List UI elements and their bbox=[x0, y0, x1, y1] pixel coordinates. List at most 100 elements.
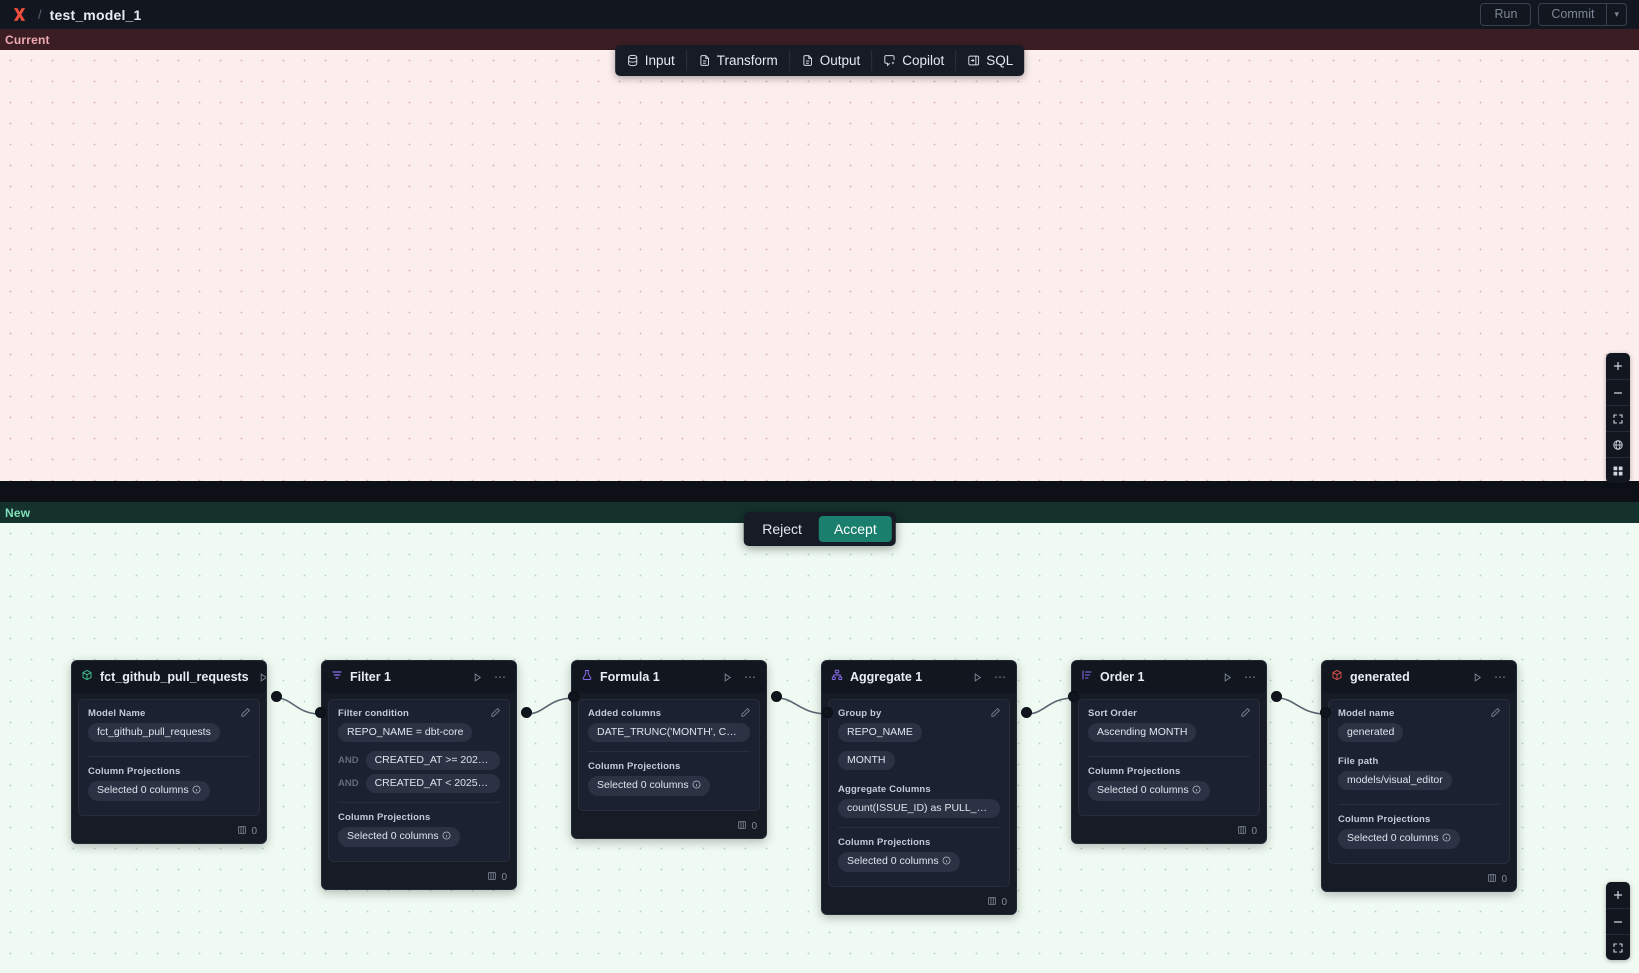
top-bar: / test_model_1 Run Commit ▾ bbox=[0, 0, 1639, 29]
selected-columns-text: Selected 0 columns bbox=[1347, 832, 1439, 844]
node-card-formula[interactable]: Formula 1 ⋯ Added columns DATE_TRUNC('MO… bbox=[571, 660, 767, 839]
tab-transform[interactable]: Transform bbox=[687, 45, 789, 76]
ellipsis-icon[interactable]: ⋯ bbox=[1494, 670, 1506, 684]
plus-icon[interactable] bbox=[1606, 882, 1630, 908]
play-icon[interactable] bbox=[470, 672, 485, 683]
node-body: Group by REPO_NAME MONTH Aggregate Colum… bbox=[828, 699, 1010, 887]
tab-sql[interactable]: SQL bbox=[956, 45, 1024, 76]
mode-toolbar: Input Transform Output bbox=[614, 45, 1025, 76]
current-canvas[interactable] bbox=[0, 29, 1639, 481]
grid-icon[interactable] bbox=[1606, 457, 1630, 483]
selected-columns-pill[interactable]: Selected 0 columns bbox=[1338, 829, 1460, 849]
info-icon[interactable] bbox=[692, 780, 701, 793]
aggregate-columns-pill[interactable]: count(ISSUE_ID) as PULL_REQUEST_... bbox=[838, 799, 1000, 818]
tab-input[interactable]: Input bbox=[615, 45, 686, 76]
accept-button[interactable]: Accept bbox=[818, 516, 892, 542]
pencil-icon[interactable] bbox=[740, 707, 751, 718]
tab-transform-label: Transform bbox=[716, 53, 778, 68]
divider bbox=[838, 827, 1000, 828]
node-footer: 0 bbox=[1072, 822, 1266, 843]
model-name-pill[interactable]: generated bbox=[1338, 723, 1404, 742]
chevron-down-icon[interactable]: ▾ bbox=[1606, 4, 1626, 25]
filter-condition-pill[interactable]: CREATED_AT < 2025-03-01 bbox=[365, 774, 500, 793]
commit-button-group: Commit ▾ bbox=[1538, 3, 1627, 26]
node-footer: 0 bbox=[822, 893, 1016, 914]
group-by-pill[interactable]: REPO_NAME bbox=[838, 723, 922, 742]
tab-output[interactable]: Output bbox=[790, 45, 872, 76]
pencil-icon[interactable] bbox=[1490, 707, 1501, 718]
node-title: Aggregate 1 bbox=[850, 670, 923, 684]
breadcrumb-separator: / bbox=[38, 7, 42, 22]
selected-columns-pill[interactable]: Selected 0 columns bbox=[1088, 781, 1210, 801]
ellipsis-icon[interactable]: ⋯ bbox=[494, 670, 506, 684]
info-icon[interactable] bbox=[192, 785, 201, 798]
columns-icon bbox=[737, 820, 747, 833]
node-card-aggregate[interactable]: Aggregate 1 ⋯ Group by REPO_NAME MONTH A… bbox=[821, 660, 1017, 915]
file-text-icon bbox=[698, 54, 711, 67]
run-button[interactable]: Run bbox=[1480, 3, 1532, 26]
play-icon[interactable] bbox=[970, 672, 985, 683]
toolbar-divider bbox=[685, 50, 687, 71]
minus-icon[interactable] bbox=[1606, 379, 1630, 405]
node-card-source[interactable]: fct_github_pull_requests ⋯ Model Name fc… bbox=[71, 660, 267, 844]
field-label: File path bbox=[1338, 756, 1379, 767]
plus-icon[interactable] bbox=[1606, 353, 1630, 379]
play-icon[interactable] bbox=[1220, 672, 1235, 683]
x-logo-icon[interactable] bbox=[8, 4, 30, 26]
target-globe-icon[interactable] bbox=[1606, 431, 1630, 457]
columns-icon bbox=[487, 871, 497, 884]
node-title: Formula 1 bbox=[600, 670, 660, 684]
ellipsis-icon[interactable]: ⋯ bbox=[994, 670, 1006, 684]
sort-order-pill[interactable]: Ascending MONTH bbox=[1088, 723, 1197, 742]
info-icon[interactable] bbox=[442, 831, 451, 844]
condition-keyword: AND bbox=[338, 778, 359, 789]
toolbar-divider bbox=[871, 50, 873, 71]
filter-condition-row: AND CREATED_AT >= 2024-12-01 bbox=[338, 751, 500, 770]
file-path-pill[interactable]: models/visual_editor bbox=[1338, 771, 1452, 790]
pencil-icon[interactable] bbox=[240, 707, 251, 718]
field-label: Aggregate Columns bbox=[838, 784, 931, 795]
flask-icon bbox=[581, 668, 593, 686]
commit-button[interactable]: Commit bbox=[1551, 7, 1595, 21]
field-value-pill[interactable]: fct_github_pull_requests bbox=[88, 723, 220, 742]
play-icon[interactable] bbox=[720, 672, 735, 683]
minus-icon[interactable] bbox=[1606, 908, 1630, 934]
columns-icon bbox=[237, 825, 247, 838]
selected-columns-text: Selected 0 columns bbox=[97, 784, 189, 796]
node-card-order[interactable]: Order 1 ⋯ Sort Order Ascending MONTH Col… bbox=[1071, 660, 1267, 844]
edge-port bbox=[1021, 707, 1032, 718]
reject-button[interactable]: Reject bbox=[762, 521, 802, 537]
filter-condition-pill[interactable]: CREATED_AT >= 2024-12-01 bbox=[365, 751, 500, 770]
condition-keyword: AND bbox=[338, 755, 359, 766]
topbar-actions: Run Commit ▾ bbox=[1480, 3, 1631, 26]
filter-icon bbox=[331, 668, 343, 686]
divider bbox=[588, 751, 750, 752]
selected-columns-pill[interactable]: Selected 0 columns bbox=[838, 852, 960, 872]
selected-columns-pill[interactable]: Selected 0 columns bbox=[588, 776, 710, 796]
fit-screen-icon[interactable] bbox=[1606, 934, 1630, 960]
aggregate-icon bbox=[831, 668, 843, 686]
field-label: Model Name bbox=[88, 708, 146, 719]
ellipsis-icon[interactable]: ⋯ bbox=[1244, 670, 1256, 684]
node-header: Order 1 ⋯ bbox=[1072, 661, 1266, 693]
added-columns-pill[interactable]: DATE_TRUNC('MONTH', CREATED_AT... bbox=[588, 723, 750, 742]
pencil-icon[interactable] bbox=[990, 707, 1001, 718]
info-icon[interactable] bbox=[1192, 785, 1201, 798]
selected-columns-pill[interactable]: Selected 0 columns bbox=[338, 827, 460, 847]
tab-copilot[interactable]: Copilot bbox=[872, 45, 955, 76]
node-card-filter[interactable]: Filter 1 ⋯ Filter condition REPO_NAME = … bbox=[321, 660, 517, 890]
info-icon[interactable] bbox=[942, 856, 951, 869]
play-icon[interactable] bbox=[1470, 672, 1485, 683]
pencil-icon[interactable] bbox=[1240, 707, 1251, 718]
pencil-icon[interactable] bbox=[490, 707, 501, 718]
filter-condition-pill[interactable]: REPO_NAME = dbt-core bbox=[338, 723, 473, 742]
selected-columns-pill[interactable]: Selected 0 columns bbox=[88, 781, 210, 801]
group-by-pill[interactable]: MONTH bbox=[838, 751, 895, 770]
play-icon[interactable] bbox=[256, 672, 266, 683]
ellipsis-icon[interactable]: ⋯ bbox=[744, 670, 756, 684]
fit-screen-icon[interactable] bbox=[1606, 405, 1630, 431]
node-card-generated[interactable]: generated ⋯ Model name generated File pa… bbox=[1321, 660, 1517, 892]
node-footer: 0 bbox=[572, 817, 766, 838]
info-icon[interactable] bbox=[1442, 833, 1451, 846]
